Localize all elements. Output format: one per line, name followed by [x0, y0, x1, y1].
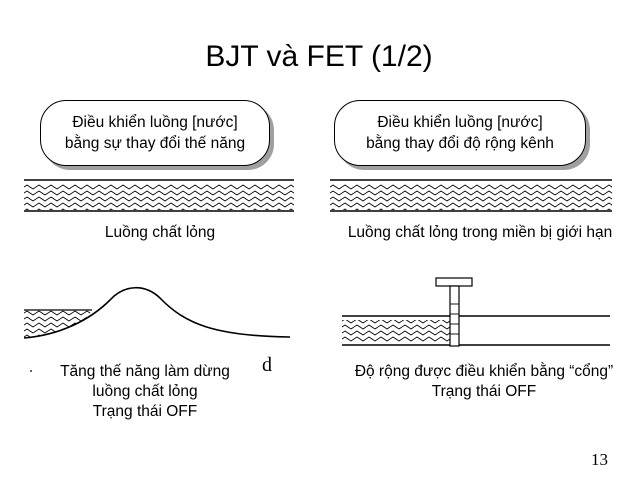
right-bottom-line2: Trạng thái OFF — [431, 383, 537, 400]
left-bottom-line1: Tăng thế năng làm dừng — [60, 363, 230, 380]
potential-barrier — [23, 286, 291, 339]
left-bubble: Điều khiển luồng [nước] bằng sự thay đổi… — [40, 100, 270, 166]
left-flow-caption: Luồng chất lỏng — [104, 224, 216, 241]
left-fluid-channel — [24, 179, 294, 212]
right-flow-caption: Luồng chất lỏng trong miền bị giới hạn — [347, 224, 613, 241]
dot-mark — [30, 370, 32, 372]
right-bubble-line1: Điều khiển luồng [nước] — [377, 114, 543, 131]
d-mark: d — [262, 354, 272, 376]
left-bottom-line2: luồng chất lỏng — [92, 383, 198, 400]
right-bubble: Điều khiển luồng [nước] bằng thay đổi độ… — [334, 100, 586, 166]
right-bubble-line2: bằng thay đổi độ rộng kênh — [366, 135, 554, 152]
left-bottom-line3: Trạng thái OFF — [92, 403, 198, 420]
left-bubble-line2: bằng sự thay đổi thế năng — [64, 135, 246, 152]
right-fluid-channel — [330, 179, 612, 212]
right-bottom-caption: Độ rộng được điều khiển bằng “cổng” Trạn… — [334, 362, 634, 402]
slide-title: BJT và FET (1/2) — [205, 40, 433, 73]
gate-channel — [342, 277, 610, 347]
right-bottom-line1: Độ rộng được điều khiển bằng “cổng” — [354, 363, 614, 380]
page-number: 13 — [591, 450, 608, 469]
left-bottom-caption: Tăng thế năng làm dừng luồng chất lỏng T… — [40, 362, 250, 422]
left-bubble-line1: Điều khiển luồng [nước] — [72, 114, 238, 131]
